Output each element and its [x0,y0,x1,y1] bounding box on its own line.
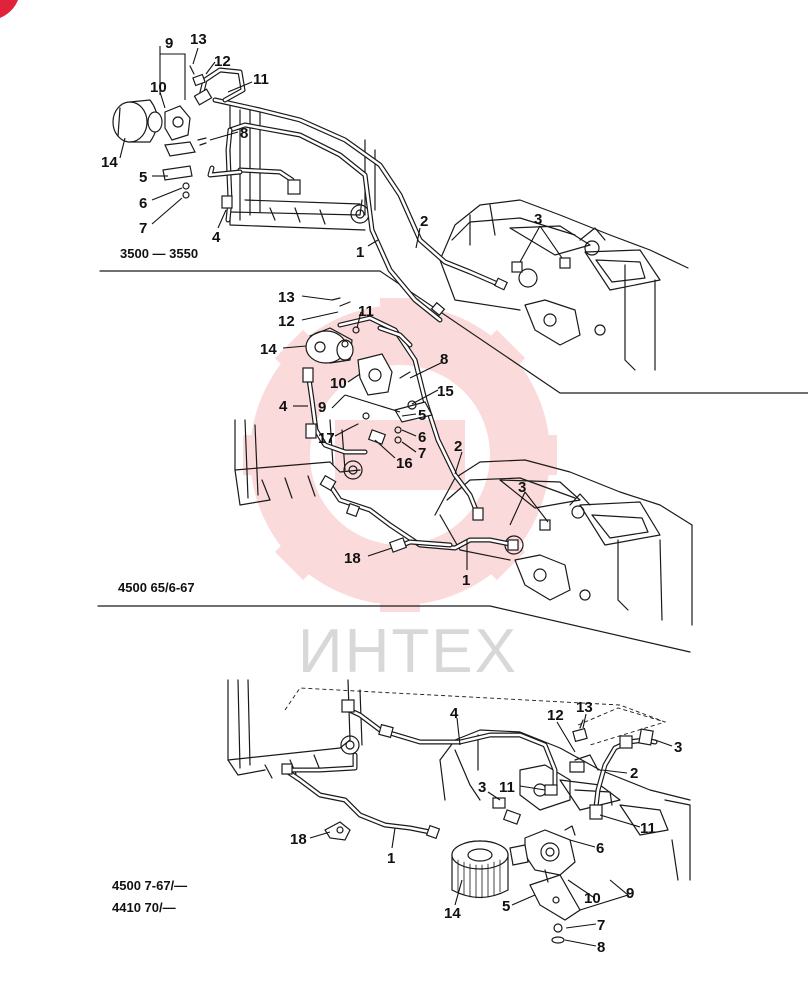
callout-11: 11 [499,779,515,796]
callout-13: 13 [576,699,593,716]
callout-3: 3 [478,779,486,796]
callout-7: 7 [597,917,605,934]
callout-1: 1 [462,572,470,589]
radiator [227,679,363,779]
callout-13: 13 [278,289,295,306]
section-1-drawing [112,46,689,371]
callout-14: 14 [260,341,277,358]
callout-5: 5 [418,407,426,424]
callout-10: 10 [584,890,601,907]
callout-1: 1 [387,850,395,867]
callout-9: 9 [165,35,173,52]
oil-filter [451,840,509,899]
section-3-drawing [227,679,691,947]
bracket-18 [324,821,351,841]
callout-7: 7 [418,445,426,462]
section-2-caption: 4500 65/6-67 [118,580,195,595]
callout-6: 6 [418,429,426,446]
callout-12: 12 [214,53,231,70]
callout-4: 4 [212,229,221,246]
section-3-callouts: 4 12 13 3 2 3 11 11 6 18 1 10 9 5 7 8 14… [112,699,682,956]
radiator [234,419,363,506]
callout-3: 3 [674,739,682,756]
section-3-caption-line2: 4410 70/— [112,900,176,915]
callout-3: 3 [534,211,542,228]
callout-18: 18 [290,831,307,848]
section-divider-1 [99,270,808,394]
oil-lines [282,705,658,835]
filter-adapter [509,825,581,944]
section-3-caption-line1: 4500 7-67/— [112,878,187,893]
section-1-caption: 3500 — 3550 [120,246,198,261]
callout-8: 8 [597,939,605,956]
callout-17: 17 [318,430,335,447]
section-divider-2 [97,605,691,653]
corner-mark [0,0,18,18]
callout-3: 3 [518,479,526,496]
callout-11: 11 [253,71,269,88]
oil-lines [197,67,503,323]
engine-block [439,199,689,371]
callout-6: 6 [596,840,604,857]
callout-4: 4 [279,398,288,415]
callout-15: 15 [437,383,454,400]
callout-2: 2 [630,765,638,782]
section-1-callouts: 9 13 10 12 11 8 14 5 6 7 4 1 2 3 3500 — … [101,31,542,261]
callout-4: 4 [450,705,459,722]
callout-12: 12 [547,707,564,724]
oil-lines [305,315,518,551]
callout-5: 5 [139,169,147,186]
callout-6: 6 [139,195,147,212]
callout-10: 10 [150,79,167,96]
callout-16: 16 [396,455,413,472]
watermark-text: ИНТЕХ [298,617,518,686]
callout-1: 1 [356,244,364,261]
section-2-callouts: 13 12 11 14 10 8 9 15 4 5 6 7 17 16 2 3 … [118,289,526,595]
callout-13: 13 [190,31,207,48]
fittings [302,367,551,553]
callout-14: 14 [444,905,461,922]
callout-2: 2 [454,438,462,455]
callout-11: 11 [640,820,656,837]
callout-14: 14 [101,154,118,171]
callout-18: 18 [344,550,361,567]
callout-8: 8 [240,125,248,142]
callout-12: 12 [278,313,295,330]
filter-adapter [331,297,433,444]
callout-5: 5 [502,898,510,915]
fittings [193,88,571,317]
callout-11: 11 [358,303,374,320]
callout-9: 9 [626,885,634,902]
callout-10: 10 [330,375,347,392]
filter-adapter [162,65,207,199]
callout-2: 2 [420,213,428,230]
callout-8: 8 [440,351,448,368]
section-2-drawing [234,295,693,626]
callout-7: 7 [139,220,147,237]
engine-block [434,459,693,626]
callout-9: 9 [318,399,326,416]
fittings [281,699,654,840]
oil-filter [112,99,163,143]
